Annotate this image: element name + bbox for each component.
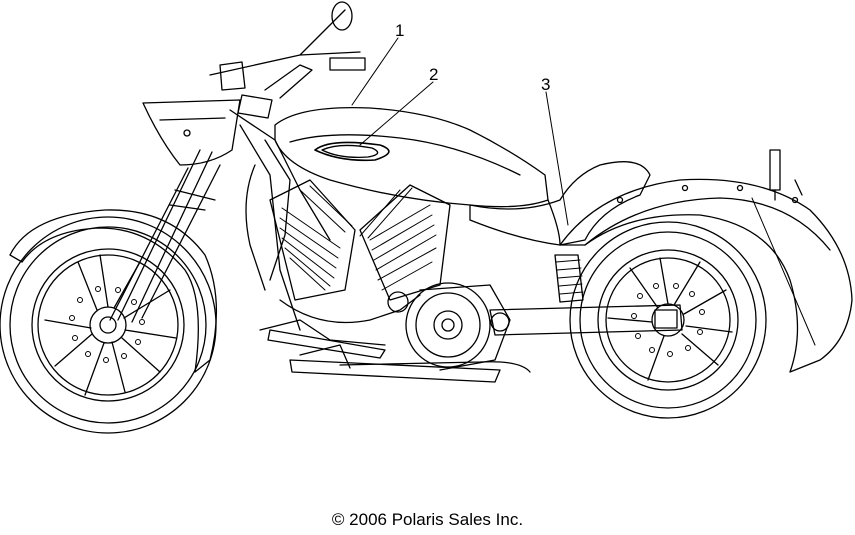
callout-2: 2 (429, 65, 438, 84)
front-wheel (0, 216, 217, 434)
fuel-tank (274, 106, 549, 208)
rear-shock (554, 254, 584, 303)
fairing (142, 99, 241, 166)
copyright-notice: © 2006 Polaris Sales Inc. (331, 510, 524, 529)
leader-lines (351, 37, 816, 346)
seat (469, 161, 651, 246)
front-fork (109, 149, 221, 323)
callout-1: 1 (395, 21, 404, 40)
rear-wheel (569, 221, 767, 419)
frame (229, 109, 331, 331)
exhaust-and-floorboards (267, 329, 531, 383)
swingarm (489, 304, 683, 336)
callout-3: 3 (541, 75, 550, 94)
rear-fender (559, 149, 853, 373)
engine (259, 179, 511, 371)
handlebars (209, 1, 366, 119)
front-fender (9, 209, 218, 373)
